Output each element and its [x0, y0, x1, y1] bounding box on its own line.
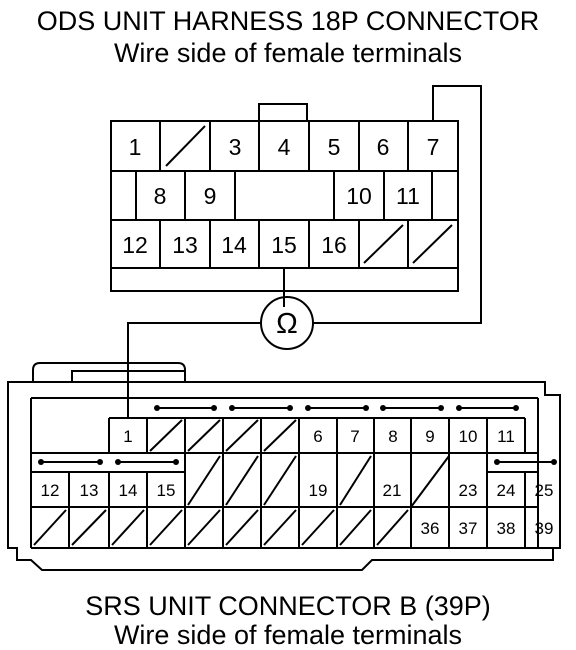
empty-cavity-slash	[111, 509, 145, 546]
bottom-pin-label: 9	[425, 427, 434, 446]
top-connector-title: ODS UNIT HARNESS 18P CONNECTOR	[36, 6, 540, 36]
top-pin-label: 8	[154, 183, 167, 209]
bottom-pin-label: 21	[383, 481, 402, 500]
empty-cavity-slash	[225, 509, 259, 546]
empty-cavity-slash	[187, 455, 221, 506]
top-pin-label: 3	[229, 134, 242, 160]
top-pin-label: 1	[129, 134, 142, 160]
bottom-pin-label: 38	[497, 519, 516, 538]
top-pin-label: 6	[377, 134, 390, 160]
top-pin-label: 5	[328, 134, 341, 160]
bottom-pin-label: 1	[123, 427, 132, 446]
empty-cavity-slash	[149, 419, 183, 452]
empty-cavity-slash	[263, 455, 297, 506]
empty-cavity-slash	[225, 455, 259, 506]
bottom-connector-pin-labels: 1 6 7 8 9 10 11 12 13 14 15 19 21 23 24 …	[41, 427, 554, 538]
top-pin-label: 12	[122, 232, 148, 258]
bottom-connector-housing	[7, 381, 561, 571]
top-pin-label: 11	[396, 183, 420, 209]
bottom-pin-label: 19	[309, 481, 328, 500]
empty-cavity-slash	[412, 224, 453, 264]
empty-cavity-slash	[165, 125, 206, 167]
bottom-pin-label: 7	[350, 427, 359, 446]
top-pin-label: 7	[427, 134, 440, 160]
empty-cavity-slash	[187, 419, 221, 452]
empty-cavity-slash	[187, 509, 221, 546]
bottom-connector	[7, 362, 561, 571]
top-pin-label: 4	[278, 134, 291, 160]
empty-cavity-slash	[33, 509, 67, 546]
top-pin-label: 14	[221, 232, 247, 258]
bottom-connector-lock	[32, 362, 186, 382]
empty-cavity-slash	[410, 455, 450, 508]
probe-lead-pin7	[313, 85, 482, 324]
empty-cavity-slash	[376, 509, 409, 546]
shorting-bar-dots	[38, 405, 557, 465]
top-connector-pin-labels: 1 3 4 5 6 7 8 9 10 11 12 13 14 15 16	[122, 134, 439, 258]
top-pin-label: 13	[172, 232, 198, 258]
test-leads	[127, 85, 482, 418]
bottom-pin-label: 36	[421, 519, 440, 538]
empty-cavity-slash	[263, 419, 297, 452]
empty-cavity-slash	[149, 509, 183, 546]
empty-cavity-slash	[301, 509, 335, 546]
bottom-pin-label: 24	[497, 481, 516, 500]
bottom-pin-label: 15	[157, 481, 176, 500]
bottom-pin-label: 14	[119, 481, 138, 500]
bottom-pin-label: 11	[497, 427, 515, 446]
ohmmeter-icon	[260, 296, 314, 350]
bottom-pin-label: 8	[388, 427, 397, 446]
bottom-pin-label: 10	[459, 427, 478, 446]
empty-cavity-slash	[71, 509, 107, 546]
bottom-pin-label: 12	[41, 481, 60, 500]
bottom-pin-label: 25	[535, 481, 554, 500]
empty-cavity-slash	[363, 224, 404, 264]
bottom-pin-label: 6	[313, 427, 322, 446]
top-pin-label: 9	[204, 183, 217, 209]
bottom-pin-label: 39	[535, 519, 554, 538]
top-connector-lock-tab	[258, 103, 308, 121]
top-pin-label: 16	[321, 232, 347, 258]
empty-cavity-slash	[225, 419, 259, 452]
empty-cavity-slash	[263, 509, 297, 546]
probe-lead-srs-pin1	[127, 322, 261, 418]
bottom-pin-label: 13	[80, 481, 99, 500]
shorting-bars	[41, 407, 554, 463]
top-connector-subtitle: Wire side of female terminals	[113, 38, 463, 68]
bottom-connector-subtitle: Wire side of female terminals	[113, 620, 463, 650]
empty-cavity-slash	[339, 455, 372, 506]
bottom-connector-title: SRS UNIT CONNECTOR B (39P)	[85, 591, 491, 621]
bottom-pin-label: 23	[459, 481, 478, 500]
ohmmeter-symbol: Ω	[276, 308, 298, 340]
top-pin-label: 15	[271, 232, 297, 258]
empty-cavity-slash	[339, 509, 372, 546]
top-pin-label: 10	[346, 183, 372, 209]
bottom-connector-lock-latch	[71, 370, 186, 383]
bottom-pin-label: 37	[459, 519, 478, 538]
